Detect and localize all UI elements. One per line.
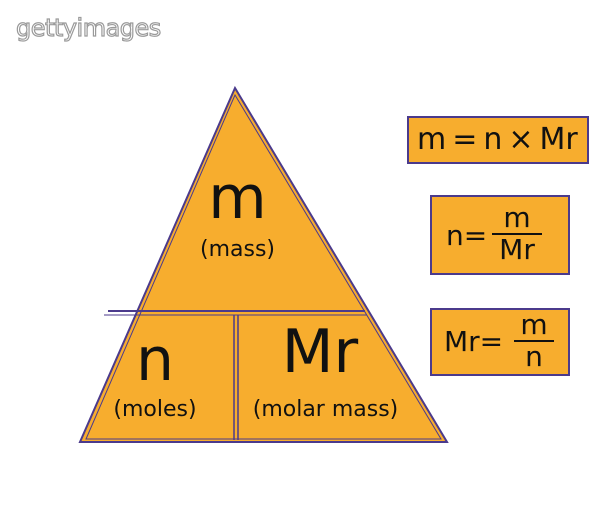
molar-mass-numerator: m xyxy=(520,308,548,341)
molar-mass-formula-lhs: Mr= xyxy=(444,325,504,358)
molar-mass-formula-box: Mr= m n xyxy=(430,308,570,376)
triangle-outline xyxy=(78,85,449,443)
moles-denominator: Mr xyxy=(499,233,535,266)
molar-mass-denominator: n xyxy=(525,340,543,373)
gettyimages-watermark-logo: gettyimages xyxy=(15,13,161,42)
mass-label: (mass) xyxy=(199,237,275,262)
svg-text:gettyimages: gettyimages xyxy=(16,14,161,42)
triangle-inner-outline xyxy=(85,93,442,440)
molar-mass-symbol: Mr xyxy=(281,317,359,387)
moles-formula-lhs: n= xyxy=(446,219,488,252)
mass-formula-text: m = n × Mr xyxy=(417,122,578,157)
mass-symbol: m xyxy=(208,163,267,233)
molar-mass-label: (molar mass) xyxy=(252,397,399,422)
moles-formula-box: n= m Mr xyxy=(430,195,570,275)
molar-mass-fraction: m n xyxy=(514,308,554,373)
moles-fraction: m Mr xyxy=(492,201,542,266)
mass-formula-box: m = n × Mr xyxy=(407,116,589,164)
moles-numerator: m xyxy=(503,201,531,234)
moles-symbol: n xyxy=(135,325,175,395)
molar-mass-fraction-bar xyxy=(514,340,554,342)
moles-label: (moles) xyxy=(113,397,197,422)
moles-fraction-bar xyxy=(492,233,542,235)
